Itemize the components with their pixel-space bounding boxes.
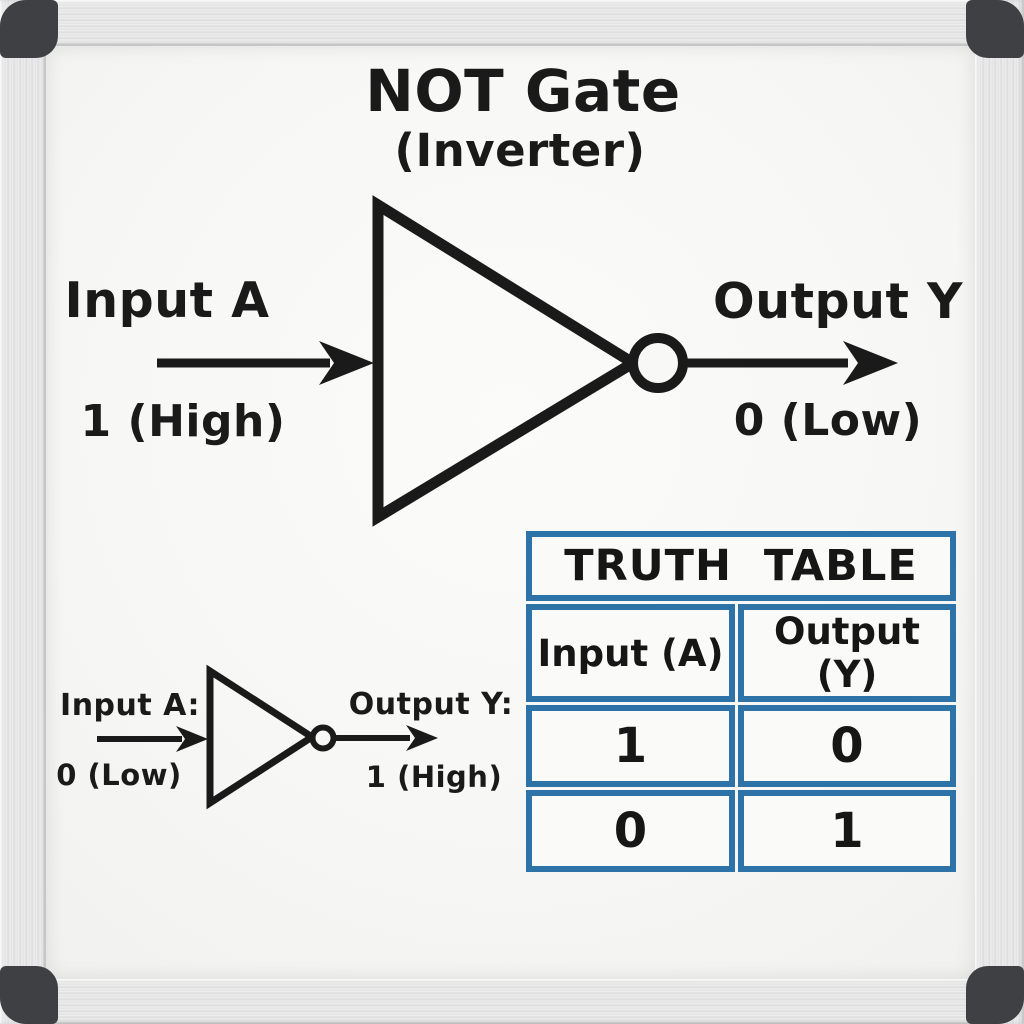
frame-left	[0, 0, 46, 1024]
small-output-label: Output Y:	[348, 687, 514, 722]
truth-table-cell-r2-input: 0	[526, 790, 735, 872]
small-gate-triangle	[206, 664, 319, 810]
main-output-label: Output Y	[713, 273, 963, 330]
small-input-arrowhead-icon	[176, 726, 208, 752]
main-inversion-bubble	[628, 333, 688, 393]
page-title: NOT Gate	[365, 57, 681, 125]
truth-table-title: TRUTH TABLE	[526, 531, 956, 601]
small-output-value: 1 (High)	[365, 760, 503, 794]
main-input-arrowhead-icon	[319, 341, 374, 385]
small-inversion-bubble	[309, 724, 337, 752]
main-output-arrowhead-icon	[843, 341, 898, 385]
page-subtitle: (Inverter)	[394, 124, 646, 177]
truth-table: TRUTH TABLE Input (A) Output (Y) 1 0 0 1	[523, 528, 959, 875]
truth-table-cell-r2-output: 1	[738, 790, 956, 872]
small-input-label: Input A:	[60, 688, 200, 723]
corner-cap-top-left	[0, 0, 58, 58]
frame-bottom	[0, 979, 1024, 1024]
truth-table-cell-r1-output: 0	[738, 705, 956, 787]
truth-table-cell-r1-input: 1	[526, 705, 735, 787]
corner-cap-bottom-left	[0, 966, 58, 1024]
corner-cap-top-right	[966, 0, 1024, 58]
main-input-value: 1 (High)	[80, 396, 286, 447]
main-gate-triangle	[372, 195, 644, 527]
small-output-arrowhead-icon	[406, 725, 438, 751]
table-row: 1 0	[526, 705, 956, 787]
corner-cap-bottom-right	[966, 966, 1024, 1024]
frame-top	[0, 0, 1024, 46]
truth-table-header-output: Output (Y)	[738, 604, 956, 702]
truth-table-header-input: Input (A)	[526, 604, 735, 702]
small-input-value: 0 (Low)	[56, 758, 182, 792]
main-not-gate	[157, 195, 898, 527]
frame-right	[975, 0, 1024, 1024]
small-not-gate	[97, 664, 438, 810]
main-input-label: Input A	[64, 272, 270, 329]
main-output-value: 0 (Low)	[733, 395, 923, 446]
table-row: 0 1	[526, 790, 956, 872]
